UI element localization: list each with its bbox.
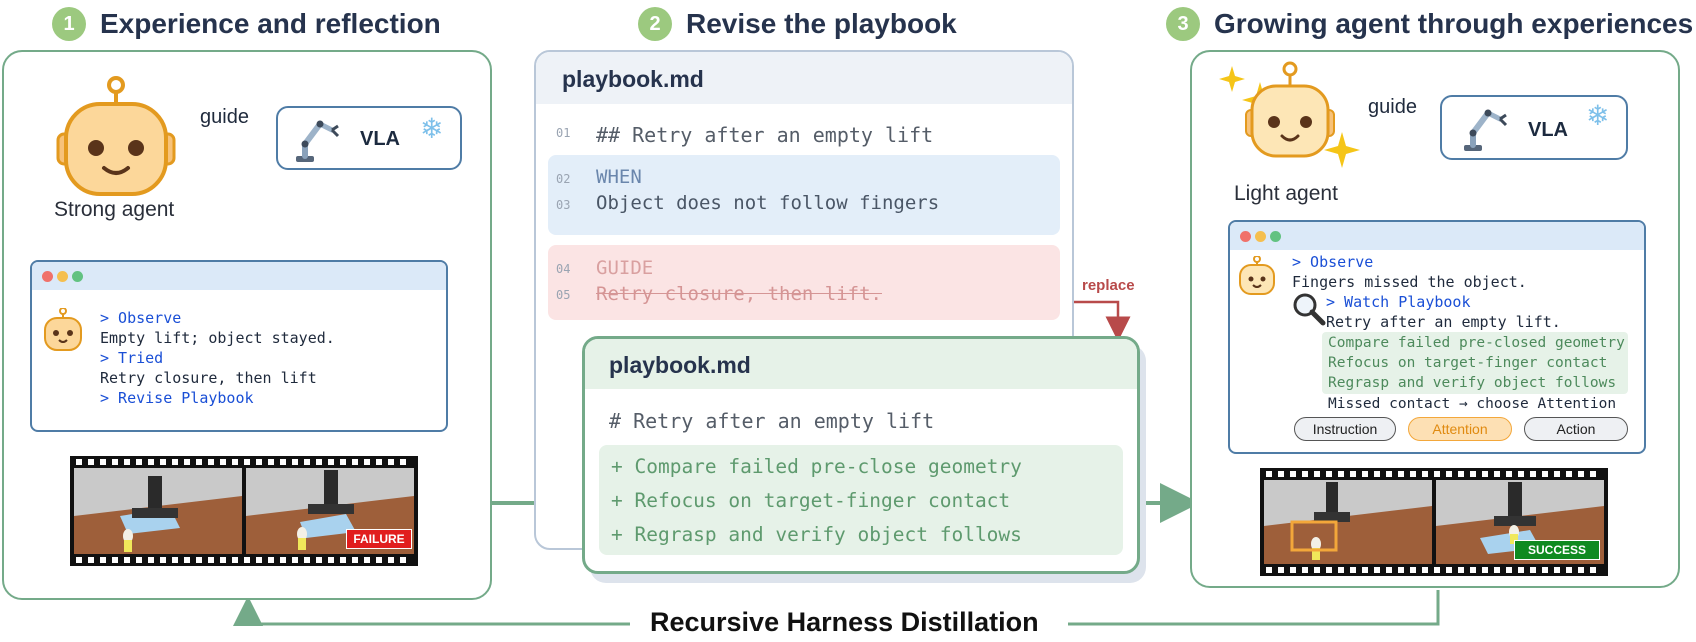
robot-arm-icon <box>296 120 340 162</box>
strong-agent-label: Strong agent <box>54 198 175 221</box>
line-number-03: 03 <box>556 198 571 212</box>
close-dot-icon <box>1240 231 1251 242</box>
loop-label: Recursive Harness Distillation <box>650 607 1039 637</box>
replace-arrow <box>1060 300 1131 342</box>
log-observe: > Observe <box>1292 253 1374 271</box>
log-watch-text: Retry after an empty lift. <box>1326 313 1561 331</box>
maximize-dot-icon <box>1270 231 1281 242</box>
attention-button[interactable]: Attention <box>1408 417 1512 441</box>
right-guide-label: guide <box>1368 96 1417 118</box>
when-condition: Object does not follow fingers <box>596 192 940 214</box>
choose-attention-line: Missed contact → choose Attention <box>1328 396 1617 412</box>
light-agent-label: Light agent <box>1234 182 1338 205</box>
log-tried-text: Retry closure, then lift <box>100 369 317 387</box>
retrieved-guidance-block: Compare failed pre-closed geometry Refoc… <box>1322 332 1628 394</box>
line-number-04: 04 <box>556 262 571 276</box>
added-line-2: + Refocus on target-finger contact <box>611 489 1011 512</box>
replace-label: replace <box>1082 277 1135 294</box>
step-1-header: 1 Experience and reflection <box>52 4 441 44</box>
window-titlebar <box>32 262 446 290</box>
step-2-header: 2 Revise the playbook <box>638 4 957 44</box>
new-playbook-header: playbook.md <box>585 339 1137 389</box>
step-3-title: Growing agent through experiences <box>1214 8 1694 39</box>
minimize-dot-icon <box>1255 231 1266 242</box>
log-observe-text: Fingers missed the object. <box>1292 273 1527 291</box>
log-observe: > Observe <box>100 309 182 327</box>
log-observe-text: Empty lift; object stayed. <box>100 329 335 347</box>
guidance-line-1: Compare failed pre-closed geometry <box>1328 335 1625 351</box>
log-tried: > Tried <box>100 349 164 367</box>
new-playbook-filename: playbook.md <box>609 352 751 378</box>
old-playbook-filename: playbook.md <box>562 66 704 92</box>
strong-agent-robot-icon <box>56 76 176 196</box>
instruction-button[interactable]: Instruction <box>1294 417 1396 441</box>
left-reflection-window: > Observe Empty lift; object stayed. > T… <box>30 260 448 432</box>
frozen-snowflake-icon: ❄ <box>1586 100 1610 131</box>
left-film-frames <box>74 459 414 563</box>
right-vla-label: VLA <box>1528 119 1568 141</box>
right-film-frames <box>1264 471 1604 573</box>
new-playbook-card: playbook.md # Retry after an empty lift … <box>582 336 1140 574</box>
frozen-snowflake-icon: ❄ <box>420 113 444 144</box>
loop-line-left <box>233 596 630 626</box>
log-watch-playbook: > Watch Playbook <box>1326 293 1471 311</box>
minimize-dot-icon <box>57 271 68 282</box>
step-1-badge: 1 <box>52 7 86 41</box>
line-number-05: 05 <box>556 288 571 302</box>
left-vla-label: VLA <box>360 128 400 150</box>
added-lines-block: + Compare failed pre-close geometry + Re… <box>599 445 1123 555</box>
left-log: > Observe Empty lift; object stayed. > T… <box>100 308 335 408</box>
log-revise-playbook: > Revise Playbook <box>100 389 254 407</box>
step-2-title: Revise the playbook <box>686 8 957 39</box>
step-3-badge: 3 <box>1166 7 1200 41</box>
guidance-line-3: Regrasp and verify object follows <box>1328 375 1617 391</box>
window-titlebar <box>1230 222 1644 250</box>
maximize-dot-icon <box>72 271 83 282</box>
robot-arm-icon <box>1464 109 1508 151</box>
success-badge: SUCCESS <box>1514 540 1600 560</box>
loop-line-right <box>1068 590 1440 626</box>
light-agent-robot-icon <box>1219 61 1360 168</box>
added-line-3: + Regrasp and verify object follows <box>611 523 1022 546</box>
when-block <box>548 155 1060 235</box>
step-2-badge: 2 <box>638 7 672 41</box>
guide-label: GUIDE <box>596 257 654 279</box>
right-log: > Observe Fingers missed the object. > W… <box>1292 252 1561 332</box>
line-number-01: 01 <box>556 126 571 140</box>
old-playbook-header: playbook.md <box>536 52 1072 104</box>
added-line-1: + Compare failed pre-close geometry <box>611 455 1022 478</box>
guide-block-removed <box>548 245 1060 320</box>
left-guide-label: guide <box>200 106 249 128</box>
strong-agent-small-icon <box>44 308 82 351</box>
removed-guide-text: Retry closure, then lift. <box>596 283 882 305</box>
failure-badge: FAILURE <box>346 529 412 549</box>
right-guided-window: > Observe Fingers missed the object. > W… <box>1228 220 1646 454</box>
guidance-line-2: Refocus on target-finger contact <box>1328 355 1608 371</box>
right-filmstrip: SUCCESS <box>1260 468 1608 576</box>
line-number-02: 02 <box>556 172 571 186</box>
magnifier-icon <box>1293 293 1326 326</box>
step-3-header: 3 Growing agent through experiences <box>1166 4 1693 44</box>
left-filmstrip: FAILURE <box>70 456 418 566</box>
right-vla-box: VLA ❄ <box>1440 95 1628 160</box>
old-heading: ## Retry after an empty lift <box>596 123 934 147</box>
left-vla-box: VLA ❄ <box>276 106 462 170</box>
when-label: WHEN <box>596 166 642 188</box>
close-dot-icon <box>42 271 53 282</box>
new-heading: # Retry after an empty lift <box>609 409 935 433</box>
action-button[interactable]: Action <box>1524 417 1628 441</box>
light-agent-small-icon <box>1239 256 1275 295</box>
step-1-title: Experience and reflection <box>100 8 441 39</box>
